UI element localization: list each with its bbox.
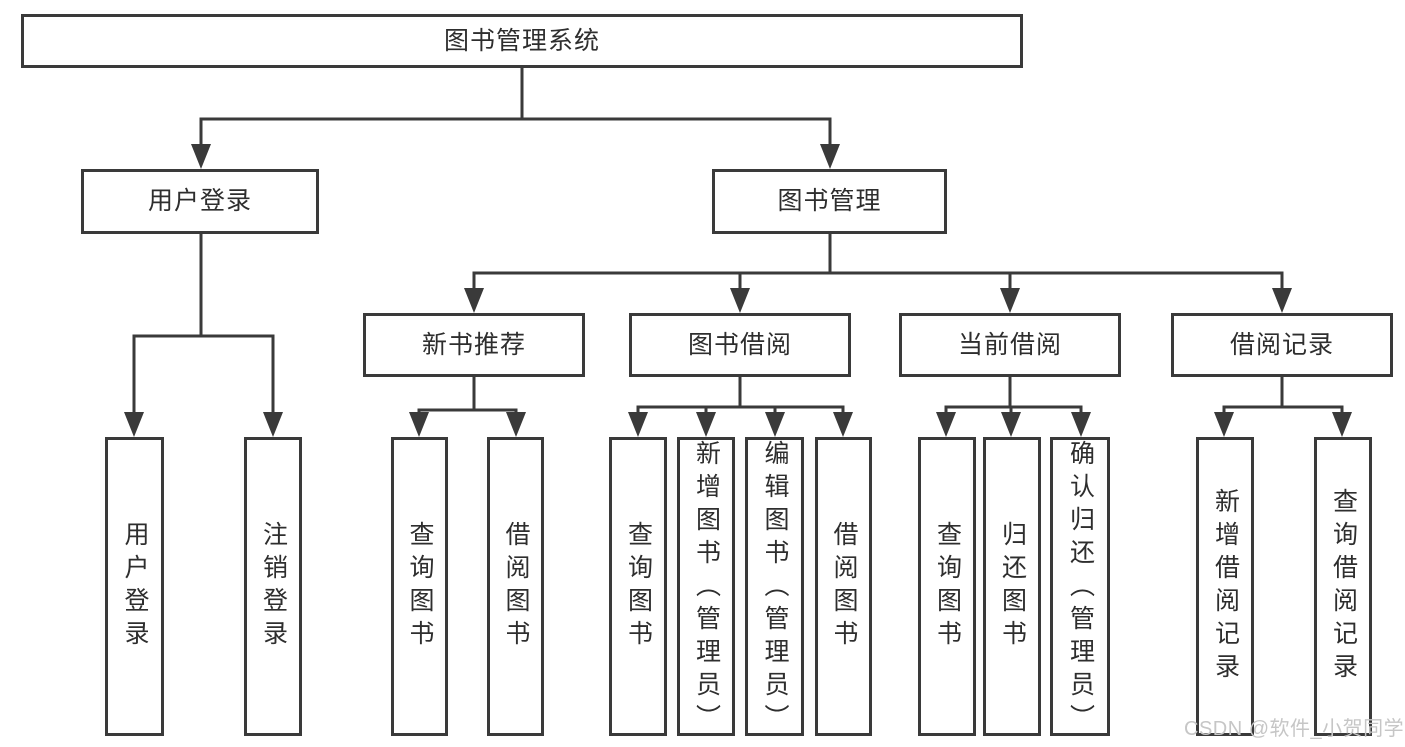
arrow-down-icon	[124, 412, 144, 437]
arrow-down-icon	[1071, 412, 1091, 437]
node-current-borrow-label: 当前借阅	[957, 330, 1062, 359]
arrow-down-icon	[1214, 412, 1234, 437]
leaf-br-add-record: 新增借阅记录	[1196, 437, 1254, 736]
node-root-system: 图书管理系统	[21, 14, 1023, 68]
leaf-user-login-label: 用户登录	[121, 520, 149, 653]
arrow-down-icon	[936, 412, 956, 437]
node-user-login-label: 用户登录	[147, 187, 252, 215]
node-book-borrow-label: 图书借阅	[687, 330, 792, 359]
arrow-down-icon	[191, 144, 211, 169]
leaf-cb-confirm-return-admin-label: 确认归还（管理员）	[1066, 440, 1095, 737]
leaf-bb-borrow-books-label: 借阅图书	[830, 520, 858, 653]
leaf-nbr-borrow-books: 借阅图书	[487, 437, 544, 736]
leaf-nbr-query-books: 查询图书	[391, 437, 448, 736]
leaf-bb-add-books-admin: 新增图书（管理员）	[677, 437, 735, 737]
leaf-br-query-record: 查询借阅记录	[1314, 437, 1372, 736]
arrow-down-icon	[833, 412, 853, 437]
arrow-down-icon	[1272, 288, 1292, 313]
node-root-label: 图书管理系统	[443, 26, 600, 55]
arrow-down-icon	[409, 412, 429, 437]
leaf-logout-label: 注销登录	[259, 520, 288, 653]
node-current-borrow: 当前借阅	[899, 313, 1121, 377]
node-new-book-recommend-label: 新书推荐	[421, 330, 526, 359]
arrow-down-icon	[464, 288, 484, 313]
node-borrow-records-label: 借阅记录	[1229, 330, 1334, 359]
leaf-bb-query-books: 查询图书	[609, 437, 667, 736]
leaf-bb-edit-books-admin: 编辑图书（管理员）	[745, 437, 804, 737]
leaf-logout: 注销登录	[244, 437, 302, 736]
arrow-down-icon	[263, 412, 283, 437]
arrow-down-icon	[628, 412, 648, 437]
leaf-br-add-record-label: 新增借阅记录	[1211, 487, 1240, 686]
edge-userlogin-rail	[132, 334, 275, 414]
leaf-cb-query-books: 查询图书	[918, 437, 976, 736]
leaf-br-query-record-label: 查询借阅记录	[1329, 487, 1358, 686]
leaf-cb-query-books-label: 查询图书	[933, 520, 962, 653]
node-book-management-label: 图书管理	[777, 187, 882, 215]
leaf-nbr-borrow-books-label: 借阅图书	[502, 520, 530, 653]
tree-edges	[132, 68, 1344, 414]
node-new-book-recommend: 新书推荐	[363, 313, 585, 377]
leaf-cb-return-books: 归还图书	[983, 437, 1041, 736]
edge-level2-rail	[199, 117, 832, 147]
node-borrow-records: 借阅记录	[1171, 313, 1393, 377]
edge-currentborrow-rail	[944, 377, 1083, 414]
edge-level3-rail	[472, 271, 1284, 290]
arrow-down-icon	[696, 412, 716, 437]
arrow-down-icon	[506, 412, 526, 437]
leaf-nbr-query-books-label: 查询图书	[406, 520, 434, 653]
leaf-cb-confirm-return-admin: 确认归还（管理员）	[1050, 437, 1110, 737]
edge-records-rail	[1222, 377, 1344, 414]
arrow-down-icon	[1000, 288, 1020, 313]
arrow-down-icon	[1001, 412, 1021, 437]
csdn-watermark: CSDN @软件_小贺同学	[1184, 718, 1405, 740]
node-book-management: 图书管理	[712, 169, 947, 234]
arrow-down-icon	[730, 288, 750, 313]
edge-newbook-rail	[417, 377, 518, 414]
leaf-bb-edit-books-admin-label: 编辑图书（管理员）	[761, 440, 789, 737]
arrow-down-icon	[1332, 412, 1352, 437]
leaf-bb-query-books-label: 查询图书	[624, 520, 653, 653]
arrow-down-icon	[765, 412, 785, 437]
leaf-user-login: 用户登录	[105, 437, 164, 736]
node-user-login: 用户登录	[81, 169, 319, 234]
arrow-down-icon	[820, 144, 840, 169]
node-book-borrow: 图书借阅	[629, 313, 851, 377]
leaf-bb-borrow-books: 借阅图书	[815, 437, 872, 736]
leaf-bb-add-books-admin-label: 新增图书（管理员）	[692, 440, 721, 737]
arrowheads	[124, 144, 1352, 437]
edge-bookborrow-rail	[636, 377, 845, 414]
leaf-cb-return-books-label: 归还图书	[998, 520, 1027, 653]
